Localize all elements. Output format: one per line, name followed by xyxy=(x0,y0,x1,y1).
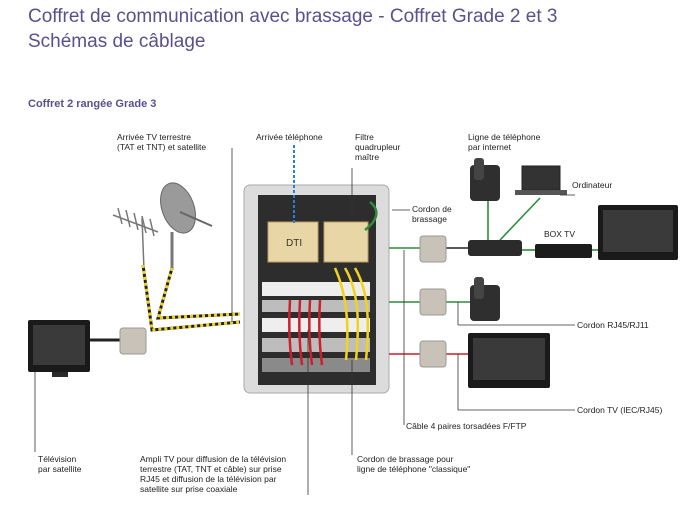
phone-icon xyxy=(470,158,500,201)
network-lines xyxy=(389,197,606,355)
page-subtitle: Schémas de câblage xyxy=(28,31,206,52)
label-patch-classic: Cordon de brassage pour ligne de télépho… xyxy=(357,454,471,474)
laptop-icon xyxy=(515,165,567,195)
label-phone-line: Ligne de téléphone par internet xyxy=(468,132,541,152)
label-filter: Filtre quadrupleur maître xyxy=(355,132,401,162)
tv-antenna-icon xyxy=(112,207,159,271)
tv-top-right-icon xyxy=(598,205,678,260)
patch-cabinet xyxy=(243,184,390,394)
leader-lines xyxy=(34,148,575,495)
patch-cords xyxy=(287,201,378,366)
page-title: Coffret de communication avec brassage -… xyxy=(28,6,558,27)
label-cord-rj45: Cordon RJ45/RJ11 xyxy=(577,320,649,330)
tv-satellite-icon xyxy=(28,320,90,377)
label-cord-tv: Cordon TV (IEC/RJ45) xyxy=(577,405,663,415)
phone-icon-2 xyxy=(470,277,500,321)
label-box-tv: BOX TV xyxy=(544,229,576,239)
label-patch-cord: Cordon de brassage xyxy=(412,204,452,224)
label-tv-satellite: Télévision par satellite xyxy=(38,454,82,474)
rj45-socket-2 xyxy=(419,288,447,316)
coax-socket xyxy=(119,327,147,355)
label-ampli-tv: Ampli TV pour diffusion de la télévision… xyxy=(140,454,287,494)
rj45-socket-1 xyxy=(419,235,447,263)
tv-bottom-right-icon xyxy=(468,333,550,388)
rj45-socket-3 xyxy=(419,340,447,368)
section-title: Coffret 2 rangée Grade 3 xyxy=(28,98,157,110)
satellite-dish-icon xyxy=(160,182,213,270)
coax-cable xyxy=(90,264,241,342)
router-icon xyxy=(468,240,522,256)
dti-label: DTI xyxy=(286,238,302,249)
label-phone-arrival: Arrivée téléphone xyxy=(256,132,323,142)
label-tv-arrival: Arrivée TV terrestre (TAT et TNT) et sat… xyxy=(117,132,207,152)
label-cable-4pairs: Câble 4 paires torsadées F/FTP xyxy=(406,421,527,431)
label-computer: Ordinateur xyxy=(572,180,613,190)
box-tv-icon xyxy=(535,244,592,258)
